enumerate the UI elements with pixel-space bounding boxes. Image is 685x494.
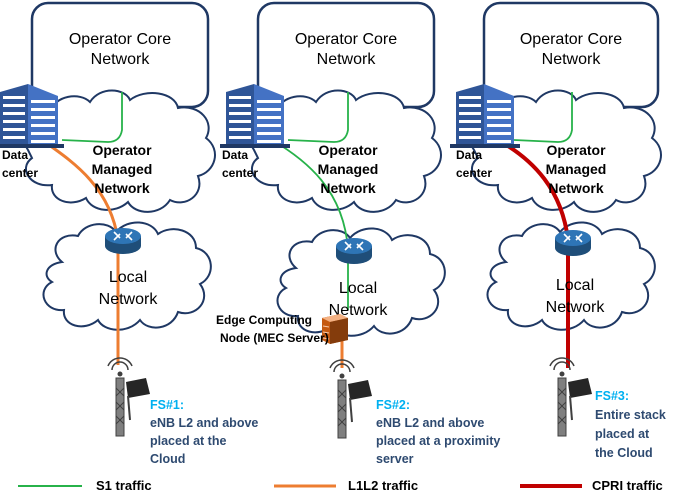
managed-network-label-line1: Operator bbox=[318, 142, 378, 158]
managed-network-label-line3: Network bbox=[320, 180, 375, 196]
router-icon bbox=[335, 237, 373, 265]
fs-description-line1: eNB L2 and above bbox=[376, 416, 484, 430]
fs-label: FS#3: bbox=[595, 389, 629, 403]
core-label-line2: Network bbox=[91, 51, 151, 68]
legend-label-s1: S1 traffic bbox=[96, 478, 152, 493]
managed-network-label-line3: Network bbox=[94, 180, 149, 196]
fs-description-line3: the Cloud bbox=[595, 446, 653, 460]
cell-tower-icon bbox=[107, 357, 151, 437]
legend: S1 traffic L1L2 traffic CPRI traffic bbox=[18, 478, 663, 493]
data-center-label-line1: Data bbox=[2, 148, 28, 162]
fs-label: FS#2: bbox=[376, 398, 410, 412]
local-network-label-line2: Network bbox=[329, 302, 389, 319]
cell-tower-icon bbox=[329, 359, 373, 439]
local-network-label-line2: Network bbox=[99, 291, 159, 308]
edge-node-label-line1: Edge Computing bbox=[216, 313, 312, 327]
data-center-label-line1: Data bbox=[222, 148, 248, 162]
fs-description-line2: placed at the bbox=[150, 434, 226, 448]
managed-network-label-line1: Operator bbox=[92, 142, 152, 158]
router-icon bbox=[554, 229, 592, 257]
fs-description-line1: Entire stack bbox=[595, 408, 666, 422]
fs-description-line3: server bbox=[376, 452, 414, 466]
local-network-label-line1: Local bbox=[109, 269, 147, 286]
fs-description-line2: placed at bbox=[595, 427, 650, 441]
managed-network-label-line3: Network bbox=[548, 180, 603, 196]
managed-network-label-line2: Managed bbox=[92, 161, 153, 177]
data-center-label-line1: Data bbox=[456, 148, 482, 162]
data-center-label-line2: center bbox=[2, 166, 38, 180]
managed-network-label-line2: Managed bbox=[546, 161, 607, 177]
fs-description-line3: Cloud bbox=[150, 452, 185, 466]
panel-3: Operator Core Network Data center Operat… bbox=[450, 1, 666, 460]
fs-description-line2: placed at a proximity bbox=[376, 434, 500, 448]
managed-network-label-line2: Managed bbox=[318, 161, 379, 177]
data-center-label-line2: center bbox=[222, 166, 258, 180]
s1-traffic-line bbox=[513, 92, 573, 143]
cell-tower-icon bbox=[549, 357, 593, 437]
legend-label-l1l2: L1L2 traffic bbox=[348, 478, 418, 493]
fs-label: FS#1: bbox=[150, 398, 184, 412]
local-network-label-line1: Local bbox=[556, 277, 594, 294]
s1-traffic-line bbox=[287, 92, 349, 143]
edge-node-label-line2: Node (MEC Server) bbox=[220, 331, 329, 345]
router-icon bbox=[104, 227, 142, 255]
core-label-line2: Network bbox=[317, 51, 377, 68]
core-label-line1: Operator Core bbox=[295, 31, 397, 48]
s1-traffic-line bbox=[61, 92, 123, 143]
core-label-line1: Operator Core bbox=[520, 31, 622, 48]
core-label-line2: Network bbox=[542, 51, 602, 68]
local-network-label-line1: Local bbox=[339, 280, 377, 297]
managed-network-label-line1: Operator bbox=[546, 142, 606, 158]
panel-1: Operator Core Network Data center Operat… bbox=[0, 1, 258, 466]
fs-description-line1: eNB L2 and above bbox=[150, 416, 258, 430]
panel-2: Operator Core Network Data center Operat… bbox=[216, 1, 500, 466]
core-label-line1: Operator Core bbox=[69, 31, 171, 48]
data-center-label-line2: center bbox=[456, 166, 492, 180]
local-network-label-line2: Network bbox=[546, 299, 606, 316]
mec-server-icon bbox=[322, 314, 348, 344]
legend-label-cpri: CPRI traffic bbox=[592, 478, 663, 493]
